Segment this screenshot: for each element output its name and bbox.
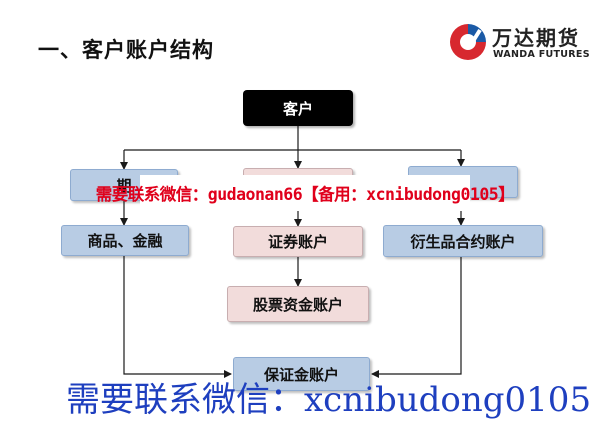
company-logo: 万达期货 WANDA FUTURES bbox=[446, 20, 596, 66]
node-margin-account: 保证金账户 bbox=[233, 357, 370, 391]
node-securities-account: 证券账户 bbox=[233, 226, 363, 257]
connector-derivatives-to-margin bbox=[371, 257, 462, 378]
page-title: 一、客户账户结构 bbox=[38, 38, 214, 62]
connector-commodity-to-margin bbox=[123, 256, 232, 378]
node-derivatives-account: 衍生品合约账户 bbox=[383, 225, 543, 257]
wanda-logo-icon bbox=[450, 24, 486, 60]
watermark-overlay: 需要联系微信：gudaonan66【备用：xcnibudong0105】 bbox=[96, 175, 515, 211]
node-commodity-finance: 商品、金融 bbox=[61, 225, 189, 256]
logo-name-en: WANDA FUTURES bbox=[493, 49, 590, 60]
node-stock-fund-account: 股票资金账户 bbox=[227, 286, 369, 322]
watermark-bottom: 需要联系微信：xcnibudong0105 bbox=[66, 380, 592, 420]
node-customer: 客户 bbox=[243, 90, 353, 126]
logo-name-cn: 万达期货 bbox=[492, 26, 580, 50]
